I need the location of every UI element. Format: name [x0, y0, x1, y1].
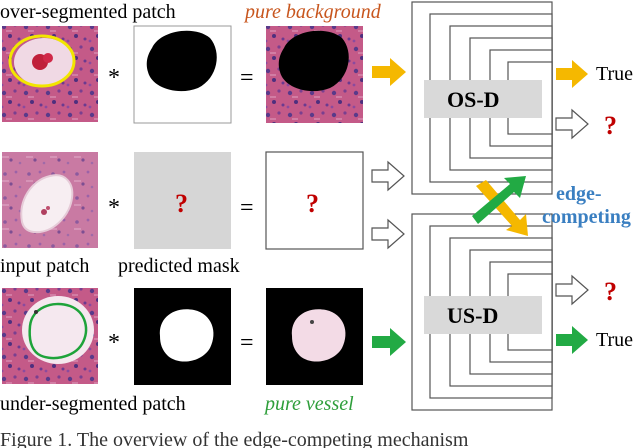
pure-background-label: pure background [243, 1, 382, 23]
under-segmented-patch-image [2, 288, 98, 384]
us-d-label-box [424, 296, 542, 334]
equals-sign-2: = [240, 195, 254, 221]
over-segmented-label: over-segmented patch [0, 1, 176, 23]
orange-arrow-icon [372, 58, 406, 86]
hollow-output-arrow-us-icon [555, 274, 589, 306]
figure-caption: Figure 1. The overview of the edge-compe… [0, 429, 469, 448]
input-patch-image [2, 152, 98, 248]
os-d-label-box [424, 80, 542, 118]
over-segmented-patch-image [2, 26, 98, 122]
green-output-arrow-icon [556, 326, 588, 354]
edge-competing-label-1: edge- [556, 183, 602, 205]
predicted-mask-label: predicted mask [118, 255, 240, 277]
crossed-arrows-icon [472, 176, 528, 236]
orange-output-arrow-icon [556, 60, 588, 88]
under-segmented-label: under-segmented patch [0, 393, 186, 415]
us-output-question: ? [604, 277, 617, 306]
output-question: ? [306, 189, 319, 218]
true-top-label: True [596, 63, 633, 85]
multiply-sign-1: * [108, 65, 120, 91]
os-output-question: ? [604, 111, 617, 140]
output-unknown-box: ? [265, 151, 364, 250]
hollow-arrow-us-input-icon [371, 218, 405, 250]
hollow-arrow-os-input-icon [371, 160, 405, 192]
predicted-mask-box: ? [134, 152, 231, 249]
hollow-output-arrow-os-icon [555, 108, 589, 140]
pure-vessel-image [266, 288, 363, 385]
os-d-label: OS-D [447, 87, 500, 112]
over-segmented-mask [133, 25, 232, 124]
predicted-mask-question: ? [175, 189, 188, 218]
under-segmented-mask [134, 288, 231, 385]
equals-sign-1: = [240, 65, 254, 91]
true-bottom-label: True [596, 329, 633, 351]
multiply-sign-3: * [108, 330, 120, 356]
edge-competing-label-2: competing [542, 206, 631, 228]
us-d-label: US-D [447, 303, 498, 328]
equals-sign-3: = [240, 330, 254, 356]
green-arrow-icon [372, 328, 406, 356]
multiply-sign-2: * [108, 195, 120, 221]
pure-vessel-label: pure vessel [263, 393, 354, 415]
input-patch-label: input patch [0, 255, 89, 277]
pure-background-image [266, 26, 363, 123]
